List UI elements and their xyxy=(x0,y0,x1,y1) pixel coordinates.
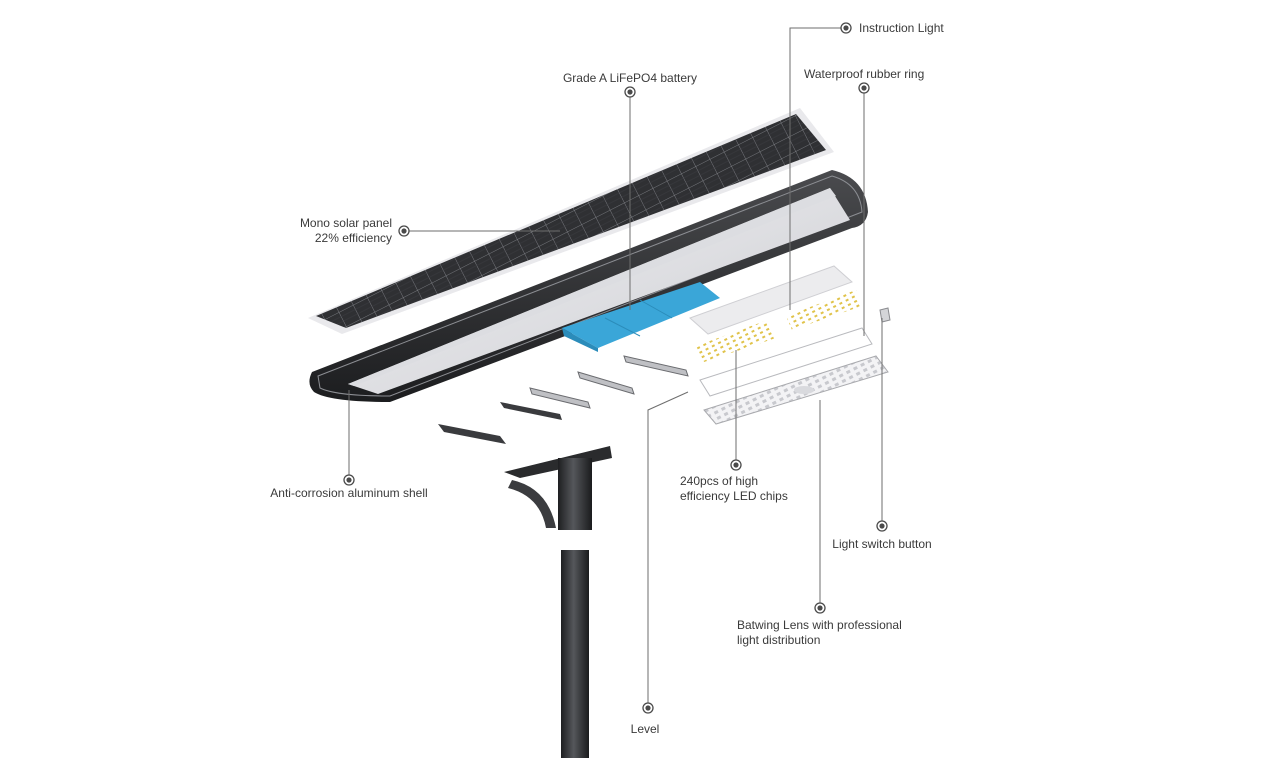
internal-plates xyxy=(689,265,891,425)
label-battery: Grade A LiFePO4 battery xyxy=(563,71,697,86)
label-instruction-light: Instruction Light xyxy=(859,21,944,36)
battery-pack xyxy=(562,282,720,352)
mounting-brackets xyxy=(438,355,689,444)
label-lens: Batwing Lens with professional light dis… xyxy=(737,618,902,648)
label-text: 22% efficiency xyxy=(314,231,392,245)
callout-dots xyxy=(343,22,888,714)
label-text: light distribution xyxy=(737,633,821,647)
label-led-chips: 240pcs of high efficiency LED chips xyxy=(680,474,788,504)
label-text: Light switch button xyxy=(832,537,932,551)
label-rubber-ring: Waterproof rubber ring xyxy=(804,67,924,82)
label-text: Mono solar panel xyxy=(299,216,392,230)
label-text: Batwing Lens with professional xyxy=(737,618,902,632)
label-text: Waterproof rubber ring xyxy=(804,67,925,81)
label-level: Level xyxy=(631,722,660,737)
leader-lines xyxy=(348,27,883,708)
label-solar-panel: Mono solar panel 22% efficiency xyxy=(250,216,392,246)
label-shell: Anti-corrosion aluminum shell xyxy=(270,486,427,501)
label-text: Instruction Light xyxy=(859,21,944,35)
label-text: Grade A LiFePO4 battery xyxy=(562,71,698,85)
label-text: efficiency LED chips xyxy=(680,489,788,503)
pole-assembly xyxy=(504,446,612,758)
label-text: Anti-corrosion aluminum shell xyxy=(270,486,428,500)
label-text: 240pcs of high xyxy=(680,474,759,488)
solar-panel xyxy=(308,108,834,334)
label-switch: Light switch button xyxy=(832,537,931,552)
aluminum-shell xyxy=(309,170,868,402)
label-text: Level xyxy=(630,722,660,736)
